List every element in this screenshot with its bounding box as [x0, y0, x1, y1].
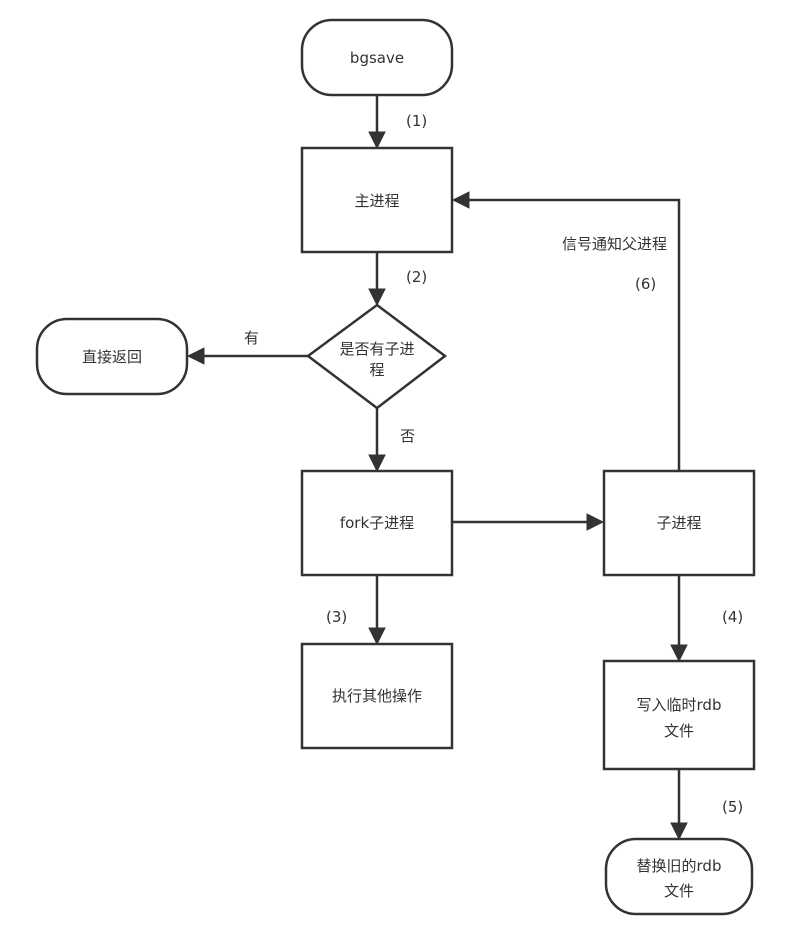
arrowhead [186, 347, 205, 365]
node-do-other [300, 642, 454, 750]
arrowhead [451, 191, 470, 209]
node-write-tmp-label-line1: 写入临时rdb [637, 696, 722, 714]
edge-label-step6: (6) [635, 275, 656, 293]
edge-label-no: 否 [400, 427, 415, 445]
node-bgsave [300, 18, 454, 97]
arrowhead [368, 131, 386, 150]
edge-label-step1: (1) [406, 112, 427, 130]
node-child-process [602, 469, 756, 577]
node-main-process [300, 146, 454, 254]
node-has-child-label-line1: 是否有子进 [339, 340, 414, 358]
node-child-process-label: 子进程 [656, 514, 701, 532]
edge-signal-parent [469, 198, 681, 470]
edge-label-step2: (2) [406, 268, 427, 286]
arrowhead [586, 513, 605, 531]
edge-label-step5: (5) [722, 798, 743, 816]
node-has-child-decision [305, 303, 448, 410]
node-replace-rdb [604, 837, 754, 916]
arrowhead [670, 644, 688, 663]
node-return-direct [35, 317, 189, 396]
node-has-child-label-line2: 程 [369, 361, 384, 379]
node-write-tmp-label-line2: 文件 [664, 722, 694, 740]
node-return-direct-label: 直接返回 [82, 348, 142, 366]
node-fork-child [300, 469, 454, 577]
arrowhead [368, 288, 386, 307]
node-bgsave-label: bgsave [350, 49, 404, 67]
edge-label-signal-parent: 信号通知父进程 [562, 235, 667, 253]
edge-label-step4: (4) [722, 608, 743, 626]
edge-label-yes: 有 [244, 329, 259, 347]
node-main-process-label: 主进程 [354, 192, 399, 210]
node-replace-label-line1: 替换旧的rdb [637, 857, 722, 875]
arrowhead [670, 822, 688, 841]
node-fork-child-label: fork子进程 [340, 514, 414, 532]
node-replace-label-line2: 文件 [664, 882, 694, 900]
node-write-tmp-rdb [602, 659, 756, 771]
edge-label-step3: (3) [326, 608, 347, 626]
arrowhead [368, 627, 386, 646]
arrowhead [368, 454, 386, 473]
node-do-other-label: 执行其他操作 [332, 687, 422, 705]
